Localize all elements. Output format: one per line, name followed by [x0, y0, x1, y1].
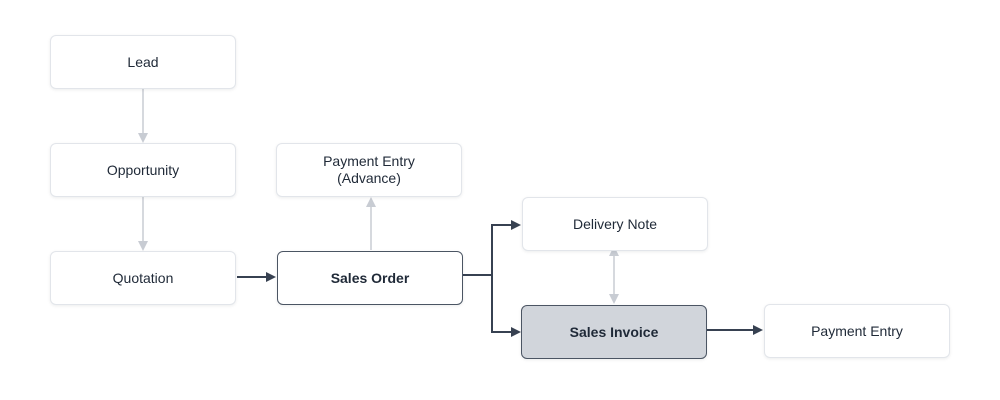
- node-payment-entry[interactable]: Payment Entry: [764, 304, 950, 358]
- node-quotation[interactable]: Quotation: [50, 251, 236, 305]
- node-delivery-note[interactable]: Delivery Note: [522, 197, 708, 251]
- connector-sales-order-to-delivery-note: [463, 220, 521, 276]
- node-payment-entry-advance-label: Payment Entry (Advance): [323, 153, 415, 187]
- node-payment-entry-advance-line1: Payment Entry: [323, 153, 415, 169]
- node-quotation-label: Quotation: [112, 269, 174, 286]
- node-sales-order[interactable]: Sales Order: [277, 251, 463, 305]
- node-lead-label: Lead: [127, 53, 159, 70]
- connector-sales-order-to-sales-invoice: [491, 275, 521, 337]
- node-opportunity[interactable]: Opportunity: [50, 143, 236, 197]
- node-sales-order-label: Sales Order: [330, 269, 410, 286]
- node-payment-entry-advance[interactable]: Payment Entry (Advance): [276, 143, 462, 197]
- node-sales-invoice[interactable]: Sales Invoice: [521, 305, 707, 359]
- node-lead[interactable]: Lead: [50, 35, 236, 89]
- node-delivery-note-label: Delivery Note: [572, 215, 658, 232]
- node-payment-entry-advance-line2: (Advance): [337, 170, 401, 186]
- node-payment-entry-label: Payment Entry: [811, 322, 903, 339]
- node-sales-invoice-label: Sales Invoice: [569, 323, 659, 340]
- node-opportunity-label: Opportunity: [106, 161, 180, 178]
